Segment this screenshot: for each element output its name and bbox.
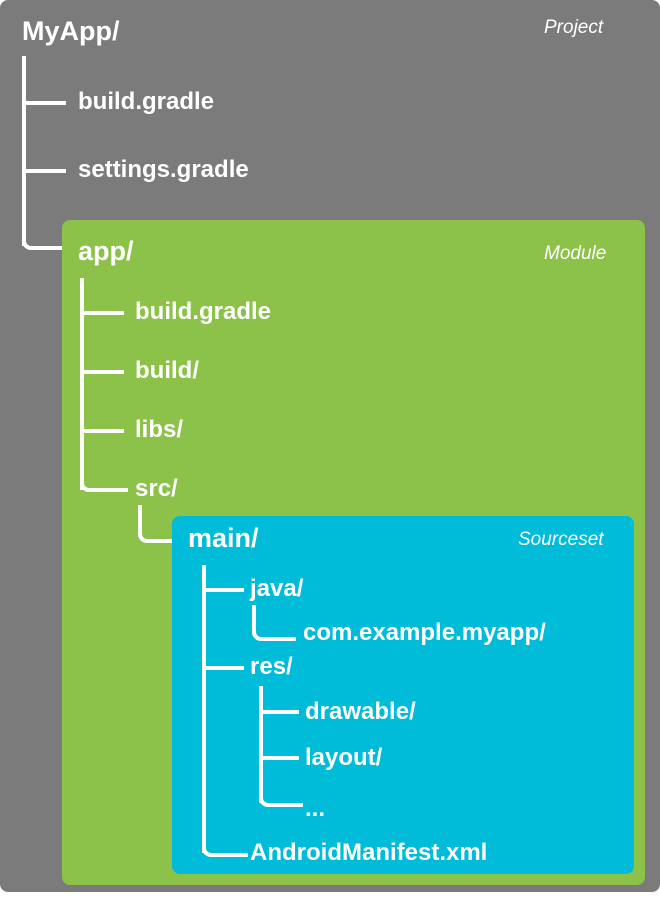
sourceset-branch-package — [252, 605, 296, 641]
res-branch-layout — [259, 756, 299, 760]
project-root-label: MyApp/ — [22, 16, 120, 46]
res-tree-spine — [259, 686, 263, 803]
sourceset-panel — [172, 516, 634, 874]
module-child-build-gradle: build.gradle — [135, 298, 272, 325]
sourceset-child-package: com.example.myapp/ — [303, 619, 546, 646]
sourceset-caption: Sourceset — [518, 529, 604, 550]
sourceset-child-android-manifest: AndroidManifest.xml — [250, 839, 488, 866]
sourceset-branch-res — [202, 666, 244, 670]
module-child-libs: libs/ — [135, 416, 184, 443]
sourceset-child-layout: layout/ — [305, 744, 383, 771]
sourceset-branch-java — [202, 588, 244, 592]
module-tree-spine — [80, 278, 84, 490]
project-branch-app — [22, 210, 68, 250]
module-child-src: src/ — [135, 475, 178, 502]
sourceset-branch-manifest — [202, 820, 248, 857]
sourceset-child-res: res/ — [250, 653, 293, 680]
sourceset-root-label: main/ — [188, 523, 259, 553]
module-branch-build-dir — [80, 370, 124, 374]
project-tree-spine — [22, 56, 26, 246]
module-child-build-dir: build/ — [135, 357, 199, 384]
sourceset-tree-spine — [202, 565, 206, 853]
sourceset-child-ellipsis: ... — [305, 795, 326, 822]
module-branch-main — [138, 505, 178, 543]
project-branch-build-gradle — [22, 101, 66, 105]
project-branch-settings-gradle — [22, 169, 66, 173]
module-branch-src — [80, 455, 128, 492]
res-branch-more — [259, 772, 303, 807]
res-branch-drawable — [259, 710, 299, 714]
module-root-label: app/ — [78, 236, 134, 266]
sourceset-child-drawable: drawable/ — [305, 698, 416, 725]
project-child-build-gradle: build.gradle — [78, 88, 215, 115]
sourceset-child-java: java/ — [250, 575, 304, 602]
module-branch-libs — [80, 429, 124, 433]
project-caption: Project — [544, 17, 604, 38]
module-caption: Module — [544, 243, 607, 264]
project-child-settings-gradle: settings.gradle — [78, 156, 249, 183]
module-branch-build-gradle — [80, 311, 124, 315]
